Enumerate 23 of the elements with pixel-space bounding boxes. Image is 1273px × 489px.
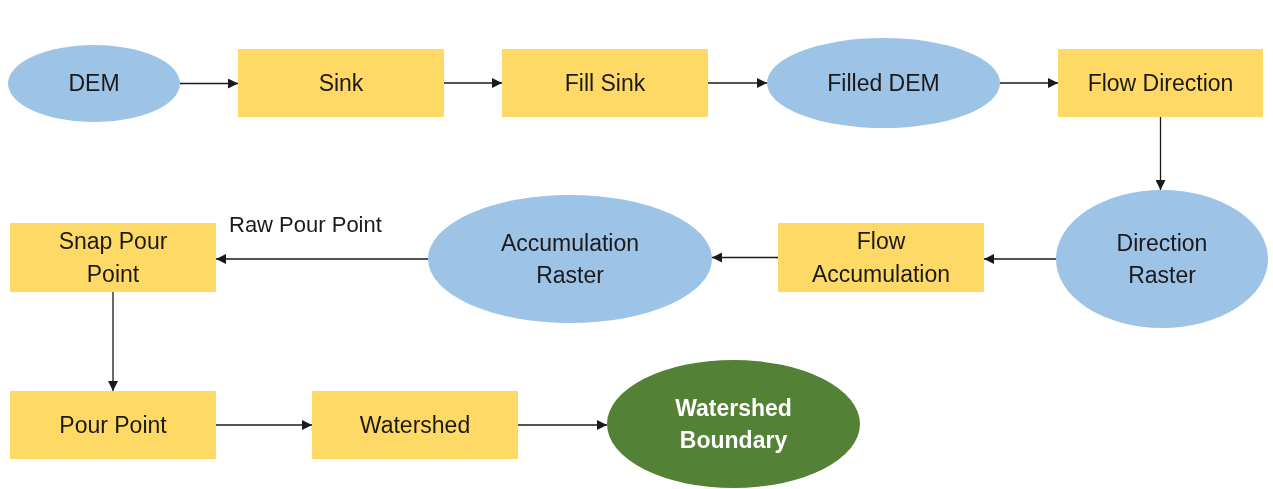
arrow (999, 78, 1059, 88)
data-ellipse: Accumulation Raster (428, 195, 712, 323)
arrow (215, 420, 313, 430)
data-ellipse: DEM (8, 45, 180, 122)
data-ellipse: Filled DEM (767, 38, 1000, 128)
data-ellipse: Direction Raster (1056, 190, 1268, 328)
process-box: Flow Accumulation (778, 223, 984, 292)
process-box: Flow Direction (1058, 49, 1263, 117)
arrow (711, 252, 779, 263)
process-box: Sink (238, 49, 444, 117)
process-box: Pour Point (10, 391, 216, 459)
arrow (108, 291, 118, 392)
arrow (983, 254, 1057, 264)
arrow (517, 420, 608, 430)
process-box: Fill Sink (502, 49, 708, 117)
data-ellipse: Watershed Boundary (607, 360, 860, 488)
arrow (443, 78, 503, 88)
process-box: Watershed (312, 391, 518, 459)
arrow (215, 254, 429, 264)
arrow (1155, 116, 1166, 191)
arrow (707, 78, 768, 88)
arrow (179, 78, 239, 89)
process-box: Snap Pour Point (10, 223, 216, 292)
